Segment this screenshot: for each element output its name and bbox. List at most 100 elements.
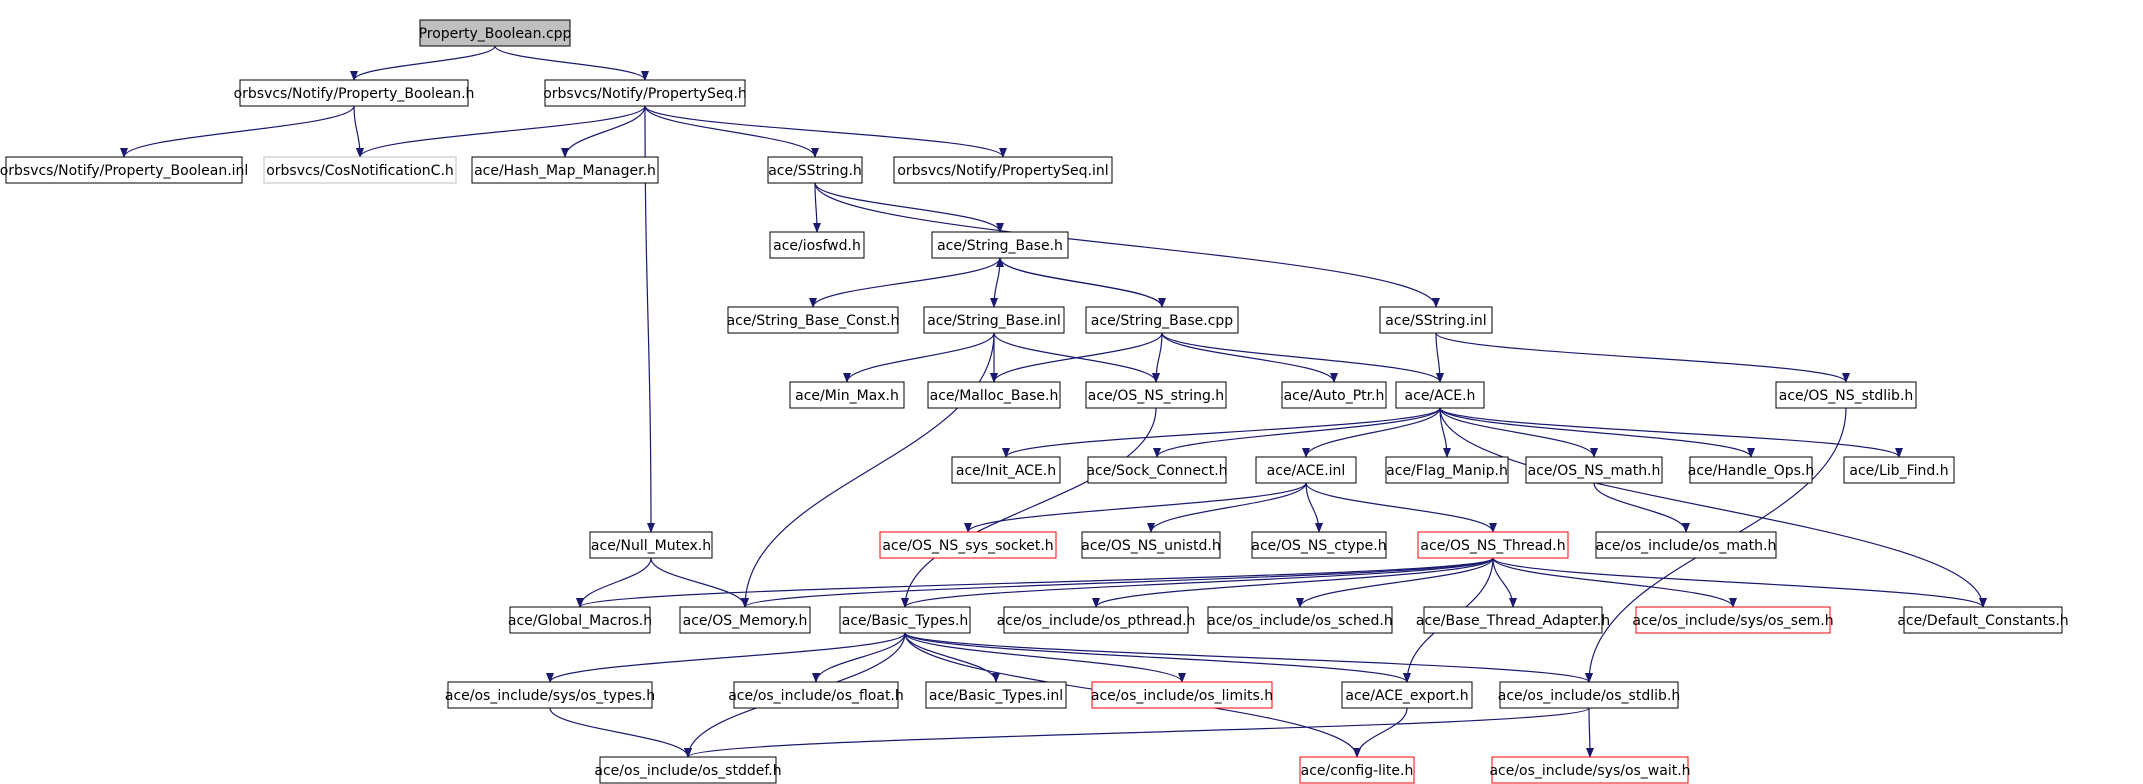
- node-label: ace/os_include/os_math.h: [1596, 538, 1777, 554]
- node-ace-flag-manip-h[interactable]: ace/Flag_Manip.h: [1385, 456, 1509, 484]
- node-label: ace/OS_Memory.h: [683, 613, 808, 629]
- node-box: [679, 606, 811, 634]
- node-ace-os-include-os-limits-h[interactable]: ace/os_include/os_limits.h: [1091, 681, 1273, 709]
- node-property-boolean-cpp[interactable]: Property_Boolean.cpp: [419, 19, 572, 47]
- node-label: ace/os_include/os_stdlib.h: [1498, 688, 1680, 704]
- node-ace-os-include-os-pthread-h[interactable]: ace/os_include/os_pthread.h: [997, 606, 1196, 634]
- node-ace-ace-export-h[interactable]: ace/ACE_export.h: [1341, 681, 1473, 709]
- node-box: [927, 381, 1061, 409]
- node-ace-os-memory-h[interactable]: ace/OS_Memory.h: [679, 606, 811, 634]
- node-label: ace/Default_Constants.h: [1897, 613, 2068, 629]
- node-ace-os-ns-string-h[interactable]: ace/OS_NS_string.h: [1085, 381, 1227, 409]
- node-label: ace/Hash_Map_Manager.h: [474, 163, 656, 179]
- node-label: ace/ACE_export.h: [1345, 688, 1468, 704]
- node-ace-init-ace-h[interactable]: ace/Init_ACE.h: [951, 456, 1061, 484]
- edge-ace-null-mutex-h-to-ace-os-memory-h: [650, 557, 749, 608]
- node-label: ace/Min_Max.h: [795, 388, 899, 404]
- node-box: [419, 19, 571, 47]
- node-ace-os-ns-stdlib-h[interactable]: ace/OS_NS_stdlib.h: [1775, 381, 1917, 409]
- node-ace-config-lite-h[interactable]: ace/config-lite.h: [1299, 756, 1415, 784]
- node-ace-os-include-os-sched-h[interactable]: ace/os_include/os_sched.h: [1207, 606, 1393, 634]
- node-ace-ace-h[interactable]: ace/ACE.h: [1395, 381, 1485, 409]
- node-ace-string-base-cpp[interactable]: ace/String_Base.cpp: [1085, 306, 1239, 334]
- node-orbsvcs-notify-propertyseq-h[interactable]: orbsvcs/Notify/PropertySeq.h: [543, 79, 747, 107]
- node-box: [599, 756, 777, 784]
- node-orbsvcs-notify-property-boolean-h[interactable]: orbsvcs/Notify/Property_Boolean.h: [234, 79, 475, 107]
- node-label: orbsvcs/Notify/Property_Boolean.inl: [0, 163, 248, 179]
- edge-ace-os-include-sys-os-types-h-to-ace-os-include-os-stddef-h: [549, 707, 692, 758]
- node-ace-os-ns-sys-socket-h[interactable]: ace/OS_NS_sys_socket.h: [879, 531, 1057, 559]
- edge-ace-ace-inl-to-ace-os-ns-sys-socket-h: [964, 482, 1307, 533]
- node-ace-default-constants-h[interactable]: ace/Default_Constants.h: [1897, 606, 2069, 634]
- edge-ace-os-include-os-stdlib-h-to-ace-os-include-sys-os-wait-h: [1585, 707, 1594, 758]
- node-ace-os-ns-unistd-h[interactable]: ace/OS_NS_unistd.h: [1081, 531, 1221, 559]
- node-label: ace/SString.inl: [1385, 313, 1486, 329]
- node-ace-os-ns-ctype-h[interactable]: ace/OS_NS_ctype.h: [1251, 531, 1387, 559]
- node-box: [1081, 531, 1221, 559]
- edge-ace-ace-inl-to-ace-os-ns-ctype-h: [1305, 482, 1323, 533]
- node-ace-handle-ops-h[interactable]: ace/Handle_Ops.h: [1688, 456, 1815, 484]
- node-box: [733, 681, 899, 709]
- node-label: ace/os_include/os_pthread.h: [997, 613, 1196, 629]
- node-ace-os-include-os-stddef-h[interactable]: ace/os_include/os_stddef.h: [594, 756, 782, 784]
- node-ace-os-include-sys-os-sem-h[interactable]: ace/os_include/sys/os_sem.h: [1632, 606, 1834, 634]
- node-ace-os-ns-thread-h[interactable]: ace/OS_NS_Thread.h: [1417, 531, 1569, 559]
- node-orbsvcs-notify-propertyseq-inl[interactable]: orbsvcs/Notify/PropertySeq.inl: [893, 156, 1113, 184]
- node-ace-auto-ptr-h[interactable]: ace/Auto_Ptr.h: [1281, 381, 1387, 409]
- edge-ace-basic-types-h-to-ace-os-include-os-limits-h: [904, 632, 1186, 683]
- node-ace-os-include-os-float-h[interactable]: ace/os_include/os_float.h: [728, 681, 904, 709]
- node-box: [1385, 456, 1509, 484]
- node-label: ace/os_include/sys/os_sem.h: [1632, 613, 1833, 629]
- node-ace-hash-map-manager-h[interactable]: ace/Hash_Map_Manager.h: [471, 156, 659, 184]
- node-box: [931, 231, 1069, 259]
- edge-orbsvcs-notify-propertyseq-h-to-orbsvcs-cosnotificationc-h: [356, 105, 646, 158]
- node-ace-string-base-h[interactable]: ace/String_Base.h: [931, 231, 1069, 259]
- node-label: ace/OS_NS_math.h: [1528, 463, 1661, 479]
- node-box: [789, 381, 905, 409]
- node-box: [1843, 456, 1955, 484]
- node-box: [1207, 606, 1393, 634]
- node-label: ace/OS_NS_ctype.h: [1251, 538, 1386, 554]
- node-box: [1341, 681, 1473, 709]
- node-ace-sstring-inl[interactable]: ace/SString.inl: [1379, 306, 1493, 334]
- node-ace-basic-types-inl[interactable]: ace/Basic_Types.inl: [925, 681, 1067, 709]
- node-ace-base-thread-adapter-h[interactable]: ace/Base_Thread_Adapter.h: [1416, 606, 1610, 634]
- node-box: [879, 531, 1057, 559]
- edge-ace-os-ns-math-h-to-ace-os-include-os-math-h: [1593, 482, 1690, 533]
- edge-ace-ace-h-to-ace-lib-find-h: [1439, 407, 1903, 458]
- node-label: ace/OS_NS_sys_socket.h: [882, 538, 1053, 554]
- node-ace-sock-connect-h[interactable]: ace/Sock_Connect.h: [1086, 456, 1228, 484]
- node-box: [239, 79, 469, 107]
- node-ace-null-mutex-h[interactable]: ace/Null_Mutex.h: [589, 531, 713, 559]
- node-ace-sstring-h[interactable]: ace/SString.h: [767, 156, 863, 184]
- node-label: ace/Lib_Find.h: [1849, 463, 1948, 479]
- node-ace-os-include-os-stdlib-h[interactable]: ace/os_include/os_stdlib.h: [1498, 681, 1680, 709]
- node-ace-ace-inl[interactable]: ace/ACE.inl: [1255, 456, 1357, 484]
- node-ace-global-macros-h[interactable]: ace/Global_Macros.h: [508, 606, 652, 634]
- node-ace-os-include-sys-os-types-h[interactable]: ace/os_include/sys/os_types.h: [445, 681, 655, 709]
- node-orbsvcs-notify-property-boolean-inl[interactable]: orbsvcs/Notify/Property_Boolean.inl: [0, 156, 248, 184]
- edge-ace-basic-types-h-to-ace-os-include-sys-os-types-h: [546, 632, 906, 683]
- node-label: ace/os_include/os_stddef.h: [594, 763, 781, 779]
- edge-ace-os-include-os-stdlib-h-to-ace-os-include-os-stddef-h: [684, 707, 1590, 758]
- node-box: [1085, 381, 1227, 409]
- node-ace-min-max-h[interactable]: ace/Min_Max.h: [789, 381, 905, 409]
- node-ace-lib-find-h[interactable]: ace/Lib_Find.h: [1843, 456, 1955, 484]
- node-ace-iosfwd-h[interactable]: ace/iosfwd.h: [769, 231, 865, 259]
- edge-ace-string-base-cpp-to-ace-ace-h: [1161, 332, 1444, 383]
- node-ace-string-base-const-h[interactable]: ace/String_Base_Const.h: [727, 306, 900, 334]
- node-ace-string-base-inl[interactable]: ace/String_Base.inl: [923, 306, 1065, 334]
- node-box: [925, 681, 1067, 709]
- node-ace-os-include-os-math-h[interactable]: ace/os_include/os_math.h: [1595, 531, 1777, 559]
- node-ace-basic-types-h[interactable]: ace/Basic_Types.h: [839, 606, 971, 634]
- edge-ace-basic-types-h-to-ace-os-include-os-stdlib-h: [904, 632, 1593, 683]
- node-ace-os-ns-math-h[interactable]: ace/OS_NS_math.h: [1525, 456, 1663, 484]
- node-box: [1395, 381, 1485, 409]
- edge-ace-os-ns-thread-h-to-ace-global-macros-h: [576, 557, 1494, 608]
- node-box: [1085, 306, 1239, 334]
- node-label: ace/String_Base.h: [937, 238, 1063, 254]
- node-ace-os-include-sys-os-wait-h[interactable]: ace/os_include/sys/os_wait.h: [1489, 756, 1691, 784]
- node-ace-malloc-base-h[interactable]: ace/Malloc_Base.h: [927, 381, 1061, 409]
- edge-ace-string-base-h-to-ace-string-base-const-h: [809, 257, 1001, 308]
